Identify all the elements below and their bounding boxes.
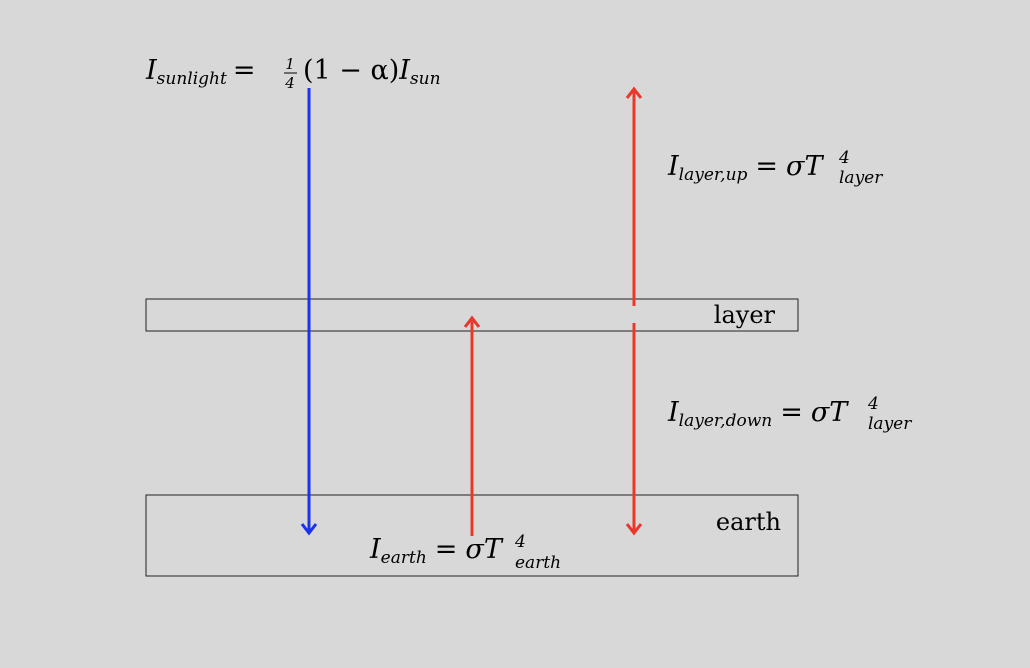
layer-up-equation: Ilayer,up=σT 4 layer	[667, 148, 883, 188]
sunlight-lhs-symbol: I	[145, 55, 158, 86]
svg-text:Iearth=σT: Iearth=σT	[369, 534, 504, 568]
sunlight-rhs-sub: sun	[410, 69, 441, 89]
layer-down-lhs-sub: layer,down	[679, 411, 773, 431]
sunlight-frac-den: 4	[284, 74, 295, 92]
layer-up-lhs-sub: layer,up	[679, 165, 748, 185]
sunlight-lhs-sub: sunlight	[157, 69, 227, 89]
earth-label: earth	[716, 508, 781, 536]
sunlight-frac-num: 1	[285, 55, 295, 73]
layer-up-rhs-sup: 4	[838, 148, 850, 168]
sunlight-rhs-rest: (1 − α)	[303, 55, 399, 86]
earth-equation: Iearth=σT 4 earth	[369, 532, 561, 573]
layer-down-rhs-sub: layer	[868, 414, 912, 434]
layer-down-lhs-symbol: I	[667, 397, 680, 428]
layer-label: layer	[714, 301, 776, 329]
layer-down-rhs: σT	[811, 397, 849, 428]
svg-text:(1 − α)Isun: (1 − α)Isun	[303, 55, 441, 89]
layer-down-rhs-sup: 4	[867, 394, 879, 414]
layer-down-arrow	[625, 323, 643, 536]
earth-emission-arrow	[463, 315, 481, 536]
earth-lhs-symbol: I	[369, 534, 382, 565]
earth-lhs-sub: earth	[381, 548, 427, 568]
earth-rhs: σT	[465, 534, 503, 565]
svg-text:Ilayer,up=σT: Ilayer,up=σT	[667, 151, 824, 185]
sunlight-arrow	[300, 88, 318, 536]
earth-rhs-sup: 4	[514, 532, 526, 552]
layer-up-rhs: σT	[786, 151, 824, 182]
layer-up-arrow	[625, 86, 643, 306]
layer-up-rhs-sub: layer	[839, 168, 883, 188]
svg-text:Ilayer,down=σT: Ilayer,down=σT	[667, 397, 849, 431]
layer-up-lhs-symbol: I	[667, 151, 680, 182]
svg-text:Isunlight=: Isunlight=	[145, 55, 255, 89]
layer-down-equation: Ilayer,down=σT 4 layer	[667, 394, 912, 434]
earth-rhs-sub: earth	[515, 553, 561, 573]
sunlight-rhs-symbol: I	[398, 55, 411, 86]
sunlight-equation: Isunlight= 1 4 (1 − α)Isun	[145, 55, 441, 92]
